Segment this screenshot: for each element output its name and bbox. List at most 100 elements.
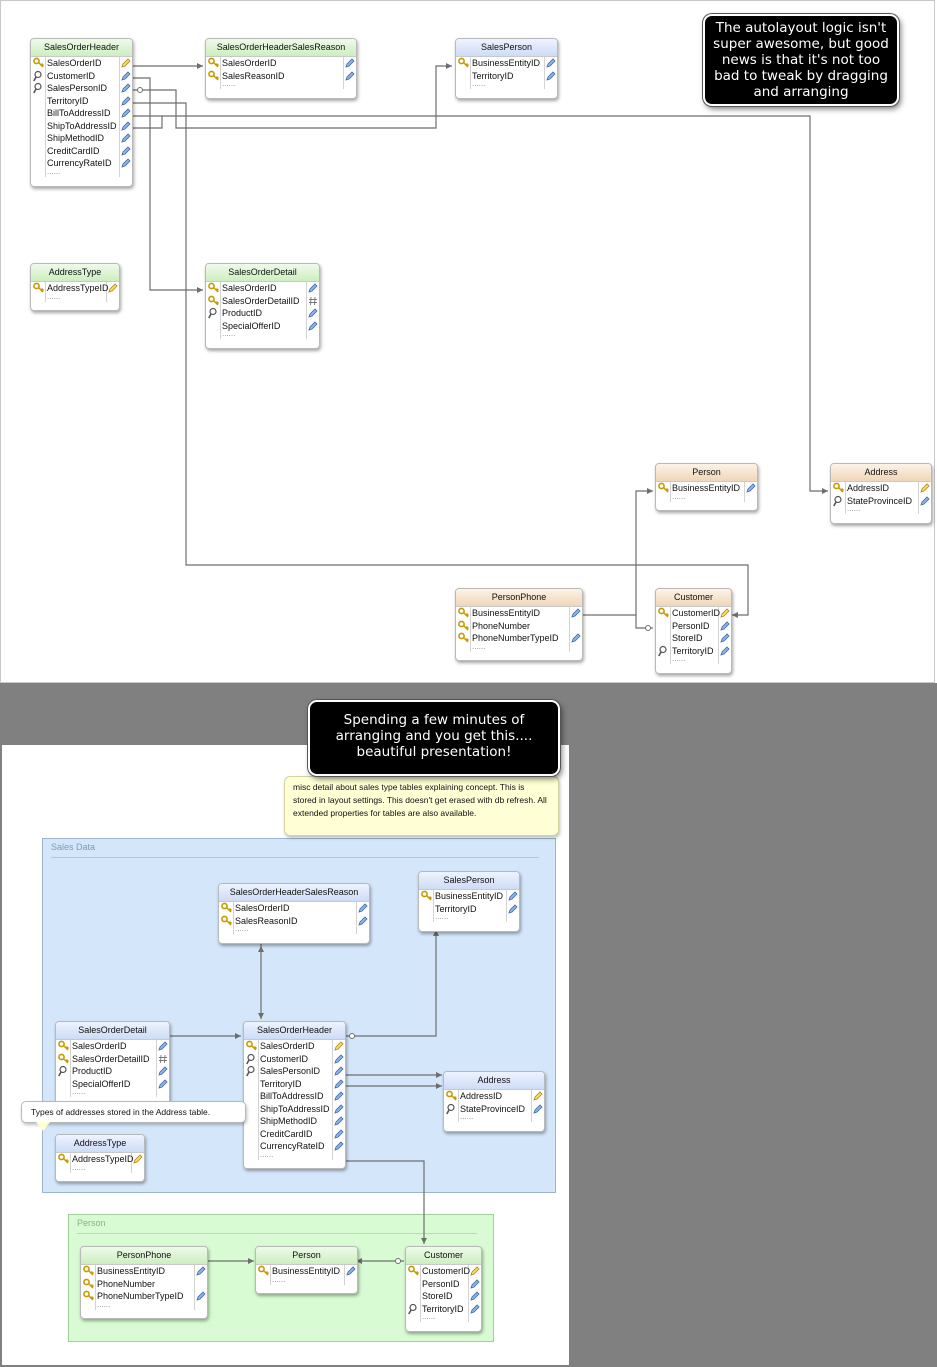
table-sales-order-detail[interactable]: SalesOrderDetail SalesOrderID SalesOrder… (205, 263, 320, 349)
table-person[interactable]: Person BusinessEntityID ...... (655, 463, 758, 511)
edit-pencil-icon[interactable] (470, 1303, 480, 1314)
edit-pencil-icon[interactable] (720, 620, 730, 631)
edit-pencil-icon[interactable] (546, 58, 556, 68)
edit-pencil-icon[interactable] (158, 1041, 168, 1051)
column-row[interactable]: SalesOrderID (244, 1040, 345, 1053)
table-address-type-arranged[interactable]: AddressType AddressTypeID ...... (55, 1134, 145, 1182)
column-row[interactable]: BusinessEntityID (456, 607, 582, 620)
column-row[interactable]: PhoneNumberTypeID (456, 632, 582, 645)
edit-pencil-icon[interactable] (108, 283, 118, 293)
column-row[interactable]: SalesPersonID (244, 1065, 345, 1078)
edit-pencil-icon[interactable] (546, 70, 556, 81)
edit-pencil-icon[interactable] (720, 645, 730, 656)
column-row[interactable]: TerritoryID (31, 95, 132, 108)
table-person-arranged[interactable]: Person BusinessEntityID ...... (255, 1246, 358, 1294)
edit-pencil-icon[interactable] (571, 633, 581, 643)
edit-pencil-icon[interactable] (308, 320, 318, 331)
edit-pencil-icon[interactable] (196, 1291, 206, 1301)
layout-note[interactable]: misc detail about sales type tables expl… (284, 776, 559, 836)
column-row[interactable]: AddressID (444, 1090, 544, 1103)
edit-pencil-icon[interactable] (308, 283, 318, 293)
column-row[interactable]: StoreID (656, 632, 731, 645)
table-address[interactable]: Address AddressID StateProvinceID ...... (830, 463, 932, 524)
column-row[interactable]: PersonID (656, 620, 731, 633)
column-row[interactable]: SalesOrderID (31, 57, 132, 70)
column-row[interactable]: BillToAddressID (244, 1090, 345, 1103)
column-row[interactable]: TerritoryID (656, 645, 731, 658)
edit-pencil-icon[interactable] (121, 120, 131, 131)
edit-pencil-icon[interactable] (470, 1278, 480, 1289)
column-row[interactable]: PhoneNumber (456, 620, 582, 633)
column-row[interactable]: SalesOrderID (219, 902, 369, 915)
column-row[interactable]: TerritoryID (244, 1078, 345, 1091)
table-sales-order-header-sales-reason-arranged[interactable]: SalesOrderHeaderSalesReason SalesOrderID… (218, 883, 370, 944)
edit-pencil-icon[interactable] (334, 1116, 344, 1126)
edit-pencil-icon[interactable] (470, 1291, 480, 1301)
column-row[interactable]: ShipToAddressID (31, 120, 132, 133)
edit-pencil-icon[interactable] (121, 108, 131, 118)
column-row[interactable]: CustomerID (656, 607, 731, 620)
column-row[interactable]: TerritoryID (406, 1303, 481, 1316)
edit-pencil-icon[interactable] (334, 1103, 344, 1114)
column-row[interactable]: CustomerID (244, 1053, 345, 1066)
column-row[interactable]: CurrencyRateID (31, 157, 132, 170)
column-row[interactable]: BusinessEntityID (419, 890, 519, 903)
edit-pencil-icon[interactable] (133, 1154, 143, 1164)
column-row[interactable]: SalesOrderID (56, 1040, 169, 1053)
edit-pencil-icon[interactable] (334, 1141, 344, 1151)
column-row[interactable]: CreditCardID (244, 1128, 345, 1141)
edit-pencil-icon[interactable] (334, 1053, 344, 1064)
edit-pencil-icon[interactable] (158, 1066, 168, 1076)
table-person-phone[interactable]: PersonPhone BusinessEntityID PhoneNumber… (455, 588, 583, 661)
edit-pencil-icon[interactable] (508, 903, 518, 914)
column-row[interactable]: BusinessEntityID (256, 1265, 357, 1278)
column-row[interactable]: CustomerID (406, 1265, 481, 1278)
table-sales-person[interactable]: SalesPerson BusinessEntityID TerritoryID… (455, 38, 558, 99)
column-row[interactable]: SpecialOfferID (56, 1078, 169, 1091)
column-row[interactable]: BusinessEntityID (81, 1265, 207, 1278)
edit-pencil-icon[interactable] (345, 58, 355, 68)
edit-pencil-icon[interactable] (334, 1066, 344, 1076)
table-customer[interactable]: Customer CustomerID PersonID StoreID Ter… (655, 588, 732, 674)
edit-pencil-icon[interactable] (920, 495, 930, 506)
table-person-phone-arranged[interactable]: PersonPhone BusinessEntityID PhoneNumber… (80, 1246, 208, 1319)
column-row[interactable]: ProductID (206, 307, 319, 320)
column-row[interactable]: SalesOrderDetailID (56, 1053, 169, 1066)
column-row[interactable]: SalesReasonID (206, 70, 356, 83)
edit-pencil-icon[interactable] (334, 1078, 344, 1089)
edit-pencil-icon[interactable] (308, 308, 318, 318)
edit-pencil-icon[interactable] (746, 483, 756, 493)
table-sales-person-arranged[interactable]: SalesPerson BusinessEntityID TerritoryID… (418, 871, 520, 932)
column-row[interactable]: ProductID (56, 1065, 169, 1078)
table-customer-arranged[interactable]: Customer CustomerID PersonID StoreID Ter… (405, 1246, 482, 1332)
table-sales-order-header-sales-reason[interactable]: SalesOrderHeaderSalesReason SalesOrderID… (205, 38, 357, 99)
edit-pencil-icon[interactable] (920, 483, 930, 493)
edit-pencil-icon[interactable] (121, 83, 131, 93)
edit-pencil-icon[interactable] (533, 1091, 543, 1101)
table-sales-order-header[interactable]: SalesOrderHeader SalesOrderID CustomerID… (30, 38, 133, 187)
edit-pencil-icon[interactable] (334, 1091, 344, 1101)
column-row[interactable]: BusinessEntityID (656, 482, 757, 495)
column-row[interactable]: SpecialOfferID (206, 320, 319, 333)
column-row[interactable]: ShipMethodID (31, 132, 132, 145)
column-row[interactable]: SalesReasonID (219, 915, 369, 928)
column-row[interactable]: SalesOrderID (206, 57, 356, 70)
column-row[interactable]: SalesOrderDetailID (206, 295, 319, 308)
table-sales-order-header-arranged[interactable]: SalesOrderHeader SalesOrderID CustomerID… (243, 1021, 346, 1169)
column-row[interactable]: ShipMethodID (244, 1115, 345, 1128)
edit-pencil-icon[interactable] (121, 158, 131, 168)
column-row[interactable]: StateProvinceID (444, 1103, 544, 1116)
edit-pencil-icon[interactable] (121, 133, 131, 143)
edit-pencil-icon[interactable] (196, 1266, 206, 1276)
column-row[interactable]: CreditCardID (31, 145, 132, 158)
column-row[interactable]: CurrencyRateID (244, 1140, 345, 1153)
column-row[interactable]: AddressTypeID (31, 282, 119, 295)
address-type-tooltip[interactable]: Types of addresses stored in the Address… (21, 1101, 246, 1123)
column-row[interactable]: SalesPersonID (31, 82, 132, 95)
edit-pencil-icon[interactable] (121, 58, 131, 68)
column-row[interactable]: ShipToAddressID (244, 1103, 345, 1116)
edit-pencil-icon[interactable] (345, 70, 355, 81)
edit-pencil-icon[interactable] (571, 608, 581, 618)
table-sales-order-detail-arranged[interactable]: SalesOrderDetail SalesOrderID SalesOrder… (55, 1021, 170, 1107)
edit-pencil-icon[interactable] (121, 70, 131, 81)
